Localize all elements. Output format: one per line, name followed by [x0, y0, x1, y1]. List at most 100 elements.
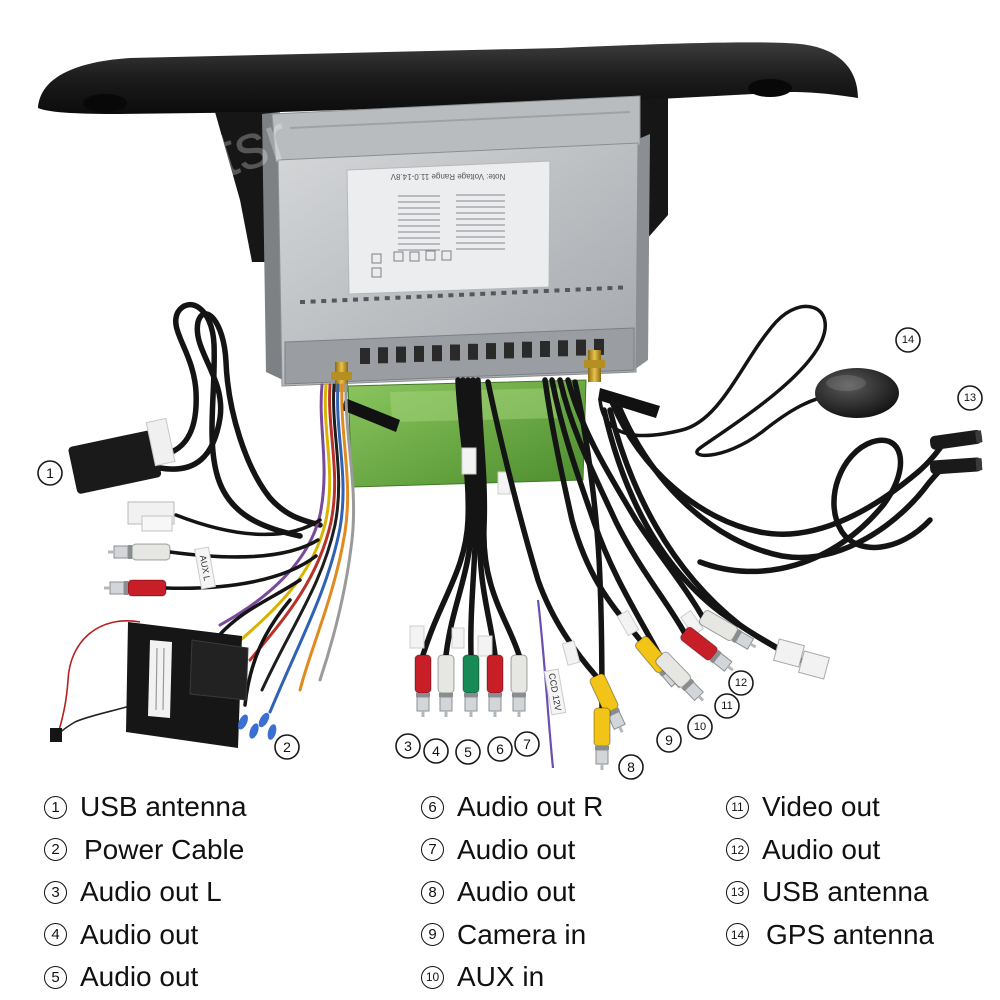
legend-number: 14 — [726, 923, 749, 947]
gps-antenna — [598, 304, 899, 458]
blue-terminal — [249, 723, 259, 739]
rca-plug-shell — [113, 545, 129, 559]
vent-hole — [490, 291, 496, 296]
rca-plug-body — [680, 626, 718, 661]
audio-cable — [465, 377, 480, 658]
gps-puck — [815, 368, 899, 418]
usb-plug — [929, 429, 983, 450]
legend-label: Audio out — [80, 918, 199, 950]
callout-14: 14 — [895, 327, 921, 353]
callout-4: 4 — [423, 738, 449, 764]
vent-hole — [480, 291, 486, 296]
audio-out-bundle — [409, 377, 522, 658]
rear-port — [414, 345, 424, 362]
legend-label: Audio out L — [80, 876, 222, 908]
legend-item: 13 USB antenna — [726, 871, 934, 914]
vent-hole — [427, 294, 433, 299]
rca-plug-white — [698, 610, 757, 650]
legend-number: 1 — [44, 795, 67, 819]
callouts: 1 2 3 4 5 6 7 8 9 10 11 12 13 14 — [37, 327, 983, 780]
rca-plug-pin — [108, 550, 114, 554]
vent-row — [300, 285, 623, 304]
callout-number: 7 — [523, 736, 531, 752]
audio-cable — [420, 377, 472, 658]
rca-plug-white — [510, 654, 528, 717]
spec-label-print — [398, 194, 505, 251]
wire-red — [248, 383, 337, 662]
callout-1: 1 — [37, 460, 63, 486]
callout-number: 11 — [721, 700, 732, 712]
spec-label: Note: Voltage Range 11.0-14.8V — [346, 160, 551, 295]
white-multi-connector — [141, 515, 173, 532]
bezel-bracket-left — [215, 112, 278, 262]
rca-plug-pin — [421, 711, 425, 717]
sticker-line — [155, 647, 158, 711]
legend-number: 8 — [421, 880, 444, 904]
callout-3: 3 — [395, 733, 421, 759]
vent-hole — [543, 288, 549, 293]
legend-number: 7 — [421, 838, 444, 862]
rear-port — [594, 338, 604, 355]
red-thin-wire — [57, 620, 141, 736]
legend-item: 12 Audio out — [726, 829, 934, 872]
audio-cable — [443, 377, 476, 658]
label-icon — [425, 250, 436, 261]
av-cables — [542, 377, 705, 711]
label-icon — [409, 251, 420, 262]
rca-plug-collar — [681, 678, 695, 692]
av-cable — [557, 377, 687, 635]
usb-plug-end — [974, 430, 983, 444]
vent-hole — [416, 294, 422, 299]
rca-plug-pin — [618, 726, 624, 733]
legend-label: USB antenna — [80, 791, 247, 823]
rca-plug-pin — [600, 764, 604, 770]
cable-tag — [561, 640, 581, 666]
usb-antenna-cable — [157, 311, 323, 528]
legend-label: USB antenna — [762, 876, 929, 908]
rca-plug-pin — [104, 586, 110, 590]
rear-port — [522, 341, 532, 358]
rca-plug-shell — [439, 696, 453, 712]
legend-number: 4 — [44, 923, 67, 947]
vent-hole — [575, 287, 581, 292]
aux-tag: AUX L — [194, 546, 216, 590]
harness-cable — [243, 598, 292, 707]
rca-plug-body — [414, 654, 432, 694]
antenna-bracket-right — [598, 388, 660, 418]
rca-plug-body — [510, 654, 528, 694]
legend-number: 12 — [726, 838, 749, 862]
legend-label: Camera in — [457, 918, 587, 950]
callout-2: 2 — [274, 734, 300, 760]
label-icon — [371, 267, 382, 278]
legend-label: Audio out — [762, 833, 881, 865]
legend-item: 1 USB antenna — [44, 786, 247, 829]
vent-hole — [501, 290, 507, 295]
rca-plug-red — [486, 654, 504, 717]
aux-tag-bg — [194, 546, 216, 590]
vent-hole — [406, 295, 411, 300]
rca-plug-yellow — [589, 673, 626, 733]
rca-plug-shell — [488, 696, 502, 712]
callout-number: 2 — [283, 739, 291, 755]
vent-hole — [374, 296, 380, 301]
rca-plug-collar — [731, 628, 742, 644]
legend-number: 2 — [44, 838, 67, 862]
vent-hole — [310, 299, 316, 304]
vent-hole — [565, 288, 570, 292]
head-unit-chassis: tsr Note: Voltage Range 11.0-14.8V — [207, 95, 650, 392]
vent-hole — [596, 286, 602, 291]
callout-10: 10 — [687, 714, 713, 740]
cable-tag — [451, 627, 465, 649]
rca-plug-green — [462, 654, 480, 717]
gps-cable — [598, 304, 838, 458]
legend-label: Video out — [762, 791, 880, 823]
rca-plug-collar — [128, 545, 132, 559]
legend-number: 13 — [726, 880, 749, 904]
iso-connector — [189, 639, 249, 701]
power-connector-block — [126, 622, 249, 748]
